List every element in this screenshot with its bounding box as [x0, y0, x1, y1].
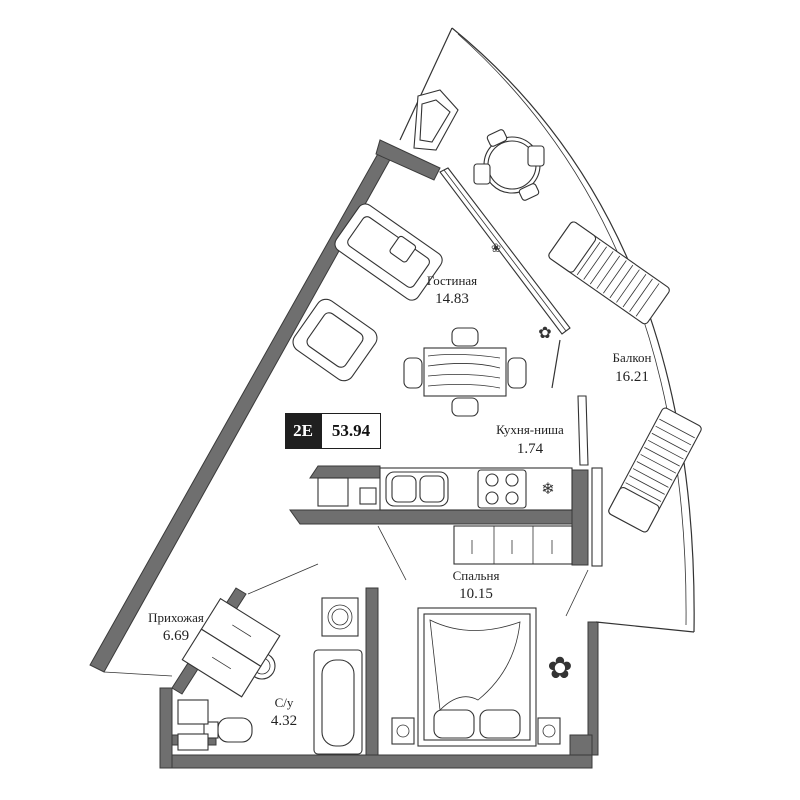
hallway-name: Прихожая	[148, 610, 204, 625]
bedroom-area: 10.15	[459, 586, 493, 602]
sun-lounger-bottom	[608, 407, 702, 533]
snowflake-icon: ❄	[541, 481, 554, 498]
exterior-walls	[89, 139, 599, 769]
sofa	[334, 203, 443, 301]
small-cabinet	[177, 699, 209, 751]
svg-text:❄: ❄	[541, 481, 554, 498]
sink-icon	[385, 471, 449, 507]
kitchen-name: Кухня-ниша	[496, 422, 564, 437]
bathroom-area: 4.32	[271, 713, 297, 729]
sun-lounger-top	[548, 221, 670, 325]
bed	[417, 607, 537, 747]
svg-text:❀: ❀	[491, 241, 501, 255]
room-labels: Гостиная 14.83 Балкон 16.21 Кухня-ниша 1…	[148, 273, 651, 729]
kitchen-area: 1.74	[517, 441, 544, 457]
wardrobe	[453, 525, 573, 565]
washing-machine	[321, 597, 359, 637]
bedroom-plant-icon: ✿	[547, 652, 572, 685]
unit-code-badge: 2E	[285, 413, 321, 449]
balcony-round-table	[473, 129, 545, 201]
dining-table	[403, 327, 527, 417]
unit-total-area: 53.94	[321, 413, 381, 449]
stove-icon	[477, 469, 527, 509]
bathroom-name: С/у	[275, 695, 294, 710]
balcony-area: 16.21	[615, 369, 649, 385]
toilet	[203, 717, 253, 743]
armchair	[292, 298, 378, 382]
svg-text:✿: ✿	[547, 652, 572, 685]
bathtub	[313, 649, 363, 755]
bedroom-name: Спальня	[453, 568, 500, 583]
living-name: Гостиная	[427, 273, 477, 288]
plant-icon: ✿ ❀	[491, 241, 552, 342]
balcony-name: Балкон	[613, 350, 652, 365]
living-area: 14.83	[435, 291, 469, 307]
svg-text:✿: ✿	[538, 325, 551, 342]
nightstands	[391, 717, 561, 745]
hallway-area: 6.69	[163, 628, 189, 644]
balcony-door-right	[591, 467, 603, 567]
door-swings	[103, 525, 589, 677]
hallway-wardrobe	[181, 597, 281, 698]
